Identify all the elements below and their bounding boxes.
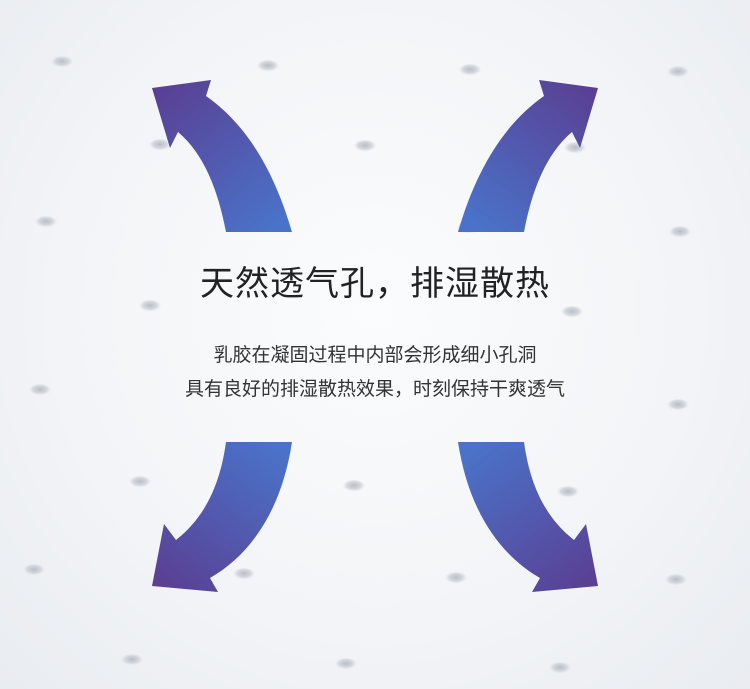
arrow-down-left-icon — [152, 442, 292, 592]
description-line-1: 乳胶在凝固过程中内部会形成细小孔洞 — [213, 344, 537, 366]
arrow-up-right-icon — [458, 80, 598, 232]
description-line-2: 具有良好的排湿散热效果，时刻保持干爽透气 — [184, 378, 565, 400]
headline: 天然透气孔，排湿散热 — [200, 264, 550, 304]
arrow-down-right-icon — [458, 442, 598, 592]
arrow-up-left-icon — [152, 80, 292, 232]
